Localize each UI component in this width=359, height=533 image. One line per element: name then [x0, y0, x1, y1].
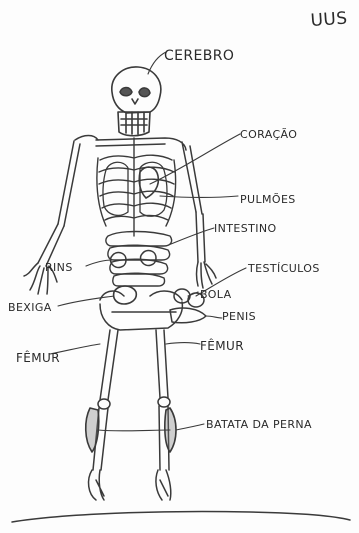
intestine [106, 232, 172, 287]
bladder [114, 286, 137, 304]
leader-intestino [166, 228, 214, 246]
label-rins: RINS [45, 261, 73, 274]
skull [112, 67, 161, 136]
label-intestino: INTESTINO [214, 222, 277, 235]
leader-femur-right [166, 343, 200, 345]
heart [139, 167, 158, 198]
legs [89, 330, 171, 500]
label-bola: BOLA [200, 288, 232, 301]
label-penis: PENIS [222, 310, 256, 323]
leader-penis [206, 316, 222, 318]
penis [170, 308, 206, 323]
ground-line [12, 511, 350, 522]
leader-bexiga [58, 296, 114, 306]
label-bexiga: BEXIGA [8, 301, 52, 314]
ribcage [97, 138, 176, 236]
label-femur-right: FÊMUR [200, 338, 244, 353]
label-batata-da-perna: BATATA DA PERNA [206, 418, 312, 431]
leader-calf-right [176, 424, 204, 430]
label-coracao: CORAÇÃO [240, 128, 297, 141]
label-pulmoes: PULMÕES [240, 193, 296, 206]
corner-mark: UUS [310, 8, 348, 31]
leader-lines [50, 52, 246, 431]
label-cerebro: CEREBRO [164, 48, 234, 64]
label-testiculos: TESTÍCULOS [247, 262, 320, 275]
leader-rins [86, 260, 112, 266]
label-femur-left: FÊMUR [16, 350, 60, 365]
